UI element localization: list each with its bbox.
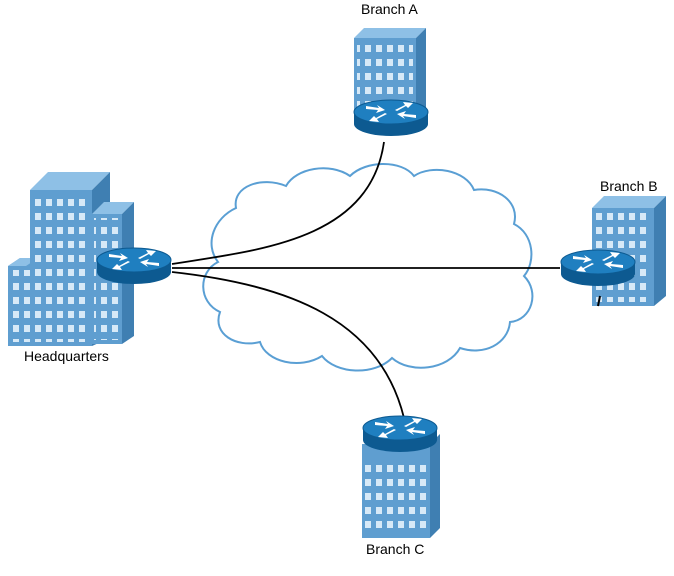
branch-b-label: Branch B (600, 178, 658, 194)
branch-a-router-icon (353, 99, 429, 137)
link-hq-branch-c (171, 271, 405, 419)
branch-b-marker (597, 295, 601, 307)
headquarters-label: Headquarters (24, 348, 109, 364)
branch-b-router-icon (560, 249, 636, 287)
branch-c-label: Branch C (366, 541, 425, 557)
network-links (171, 141, 560, 419)
branch-c-router-icon (362, 415, 438, 453)
branch-a-label: Branch A (361, 1, 418, 17)
branch-c-building-icon (362, 434, 440, 538)
headquarters-router-icon (96, 247, 172, 285)
link-hq-branch-a (171, 141, 385, 265)
headquarters-building-icon (8, 172, 134, 346)
